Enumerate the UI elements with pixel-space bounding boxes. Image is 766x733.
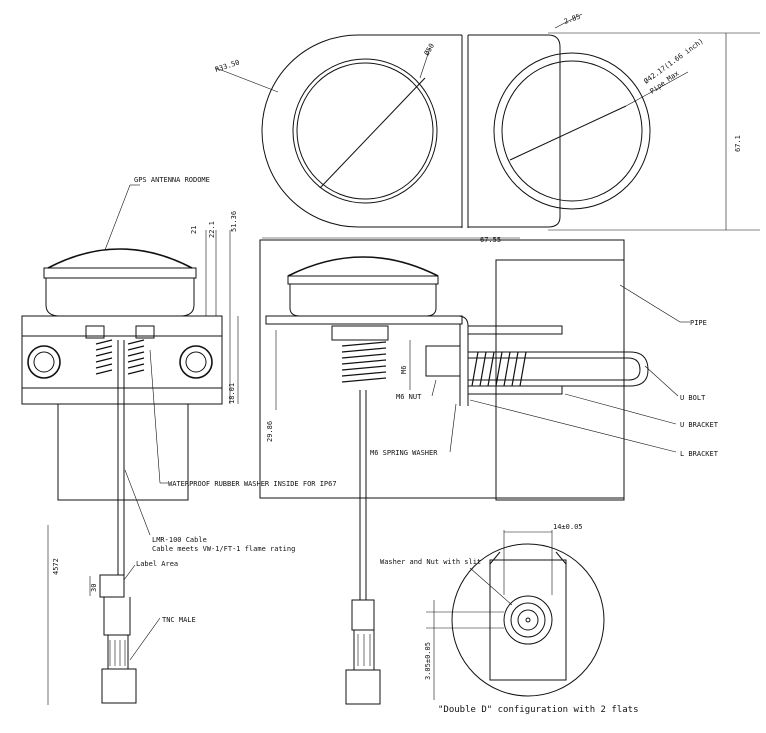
label-tnc: TNC MALE [162, 616, 196, 624]
label-double-d: "Double D" configuration with 2 flats [438, 705, 638, 715]
dim-dflat: 3.05±0.05 [424, 642, 432, 680]
pipe-mount: PIPE U BOLT U BRACKET L BRACKET [467, 259, 719, 501]
label-m6nut: M6 NUT [396, 393, 422, 401]
label-ubolt: U BOLT [680, 394, 706, 402]
thread-right [127, 339, 145, 375]
bottom-view: 14±0.05 Washer and Nut with slit 3.05±0.… [380, 523, 638, 715]
label-ubracket: U BRACKET [680, 421, 719, 429]
label-label-area: Label Area [136, 560, 178, 568]
top-view: R33.50 Ø50 2.85 Ø42.17(1.66 inch) Pipe M… [214, 13, 760, 244]
left-view: GPS ANTENNA RODOME 51.36 22.1 21 18.01 W… [21, 176, 337, 705]
radome-dome [47, 248, 193, 269]
thread-middle [341, 341, 387, 383]
dim-flat: 14±0.05 [553, 523, 583, 531]
dim-d50: Ø50 [423, 42, 436, 57]
label-m6washer: M6 SPRING WASHER [370, 449, 438, 457]
label-radome: GPS ANTENNA RODOME [134, 176, 210, 184]
dim-h22: 22.1 [208, 221, 216, 238]
label-pipe: PIPE [690, 319, 707, 327]
dim-h18: 18.01 [228, 383, 236, 404]
label-lbracket: L BRACKET [680, 450, 719, 458]
dim-h67: 67.1 [734, 135, 742, 152]
dim-w2: 2.85 [563, 13, 582, 26]
label-washer-ip67: WATERPROOF RUBBER WASHER INSIDE FOR IP67 [168, 480, 337, 488]
dim-h51: 51.36 [230, 211, 238, 232]
dim-r33: R33.50 [214, 58, 241, 73]
dim-len30: 30 [90, 584, 98, 592]
label-cable-2: Cable meets VW-1/FT-1 flame rating [152, 545, 295, 553]
middle-view: 29.86 M6 M6 NUT M6 SPRING WASHER [259, 239, 625, 705]
dim-h29: 29.86 [266, 421, 274, 442]
thread-left [95, 339, 113, 375]
dim-h21: 21 [190, 226, 198, 234]
label-cable-1: LMR-100 Cable [152, 536, 207, 544]
label-washer-nut: Washer and Nut with slit [380, 558, 481, 566]
thread-ubolt [471, 351, 527, 387]
dim-len4572: 4572 [52, 558, 60, 575]
dim-m6: M6 [400, 366, 408, 374]
